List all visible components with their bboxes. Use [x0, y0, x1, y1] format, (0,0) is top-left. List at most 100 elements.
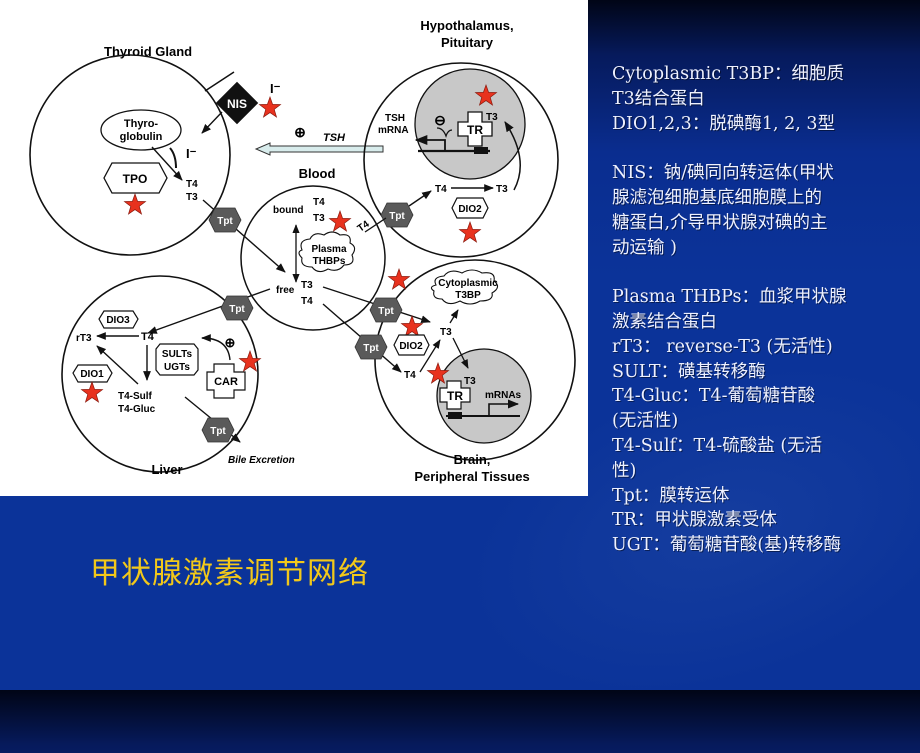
svg-text:Hypothalamus,: Hypothalamus, [420, 18, 513, 33]
stimulation-icon: ⊕ [294, 124, 306, 140]
star-icon [329, 210, 351, 232]
stimulation-icon: ⊕ [225, 335, 236, 350]
glossary-line: SULT：磺基转移酶 [612, 361, 766, 382]
tsh-feedback-arrow: ⊕ TSH [254, 124, 384, 156]
svg-text:bound: bound [273, 205, 304, 216]
svg-text:rT3: rT3 [76, 333, 92, 344]
svg-text:THBPs: THBPs [313, 256, 346, 267]
inhibition-icon: ⊖ [434, 112, 446, 128]
thyroid-gland-compartment: Thyroid Gland NIS I⁻ Thyro- globulin I⁻ … [29, 44, 286, 273]
svg-text:TR: TR [447, 389, 463, 403]
dio1-enzyme: DIO1 [72, 364, 113, 383]
liver-compartment: Liver Tpt DIO3 T4 rT3 DIO1 SULTs UGTs ⊕ … [61, 275, 295, 477]
tpt-transporter: Tpt [354, 334, 388, 360]
svg-text:UGTs: UGTs [164, 362, 190, 373]
tpt-transporter: Tpt [208, 207, 242, 233]
glossary-line: DIO1,2,3：脱碘酶1, 2, 3型 [612, 113, 835, 134]
slide-title: 甲状腺激素调节网络 [90, 556, 369, 591]
thyroglobulin: Thyro- globulin [100, 109, 182, 151]
thyroid-t3: T3 [186, 192, 198, 203]
star-icon [81, 381, 103, 403]
svg-text:T4-Sulf: T4-Sulf [118, 391, 153, 402]
svg-text:T4: T4 [141, 331, 155, 343]
svg-text:DIO2: DIO2 [458, 204, 482, 215]
glossary-line: 动运输 ) [612, 237, 677, 258]
star-icon [124, 193, 146, 215]
hypothalamus-pituitary-compartment: Hypothalamus, Pituitary TSH mRNA ⊖ TR T3… [363, 18, 559, 258]
svg-text:T3BP: T3BP [455, 290, 481, 301]
car-receptor: CAR [206, 363, 246, 399]
cytoplasmic-t3bp: Cytoplasmic T3BP [430, 269, 498, 305]
nis-symporter: NIS [215, 81, 259, 125]
glossary-line: 糖蛋白,介导甲状腺对碘的主 [612, 212, 828, 233]
svg-text:Liver: Liver [151, 462, 182, 477]
svg-text:TSH: TSH [385, 113, 405, 124]
svg-text:Cytoplasmic: Cytoplasmic [438, 278, 498, 289]
svg-text:Pituitary: Pituitary [441, 35, 494, 50]
svg-text:TPO: TPO [123, 172, 148, 186]
glossary-line: Cytoplasmic T3BP：细胞质 [612, 64, 845, 84]
star-icon [388, 268, 410, 290]
svg-text:free: free [276, 285, 295, 296]
glossary-line: T4-Sulf：T4-硫酸盐 (无活 [612, 435, 823, 456]
svg-text:T3: T3 [313, 213, 325, 224]
svg-text:Tpt: Tpt [217, 216, 233, 227]
glossary-line: rT3： reverse-T3 (无活性) [612, 336, 833, 357]
svg-text:Brain,: Brain, [454, 452, 491, 467]
glossary-line: T4-Gluc：T4-葡萄糖苷酸 [612, 386, 816, 407]
svg-text:TR: TR [467, 123, 483, 137]
brain-peripheral-compartment: Brain, Peripheral Tissues Cytoplasmic T3… [322, 259, 576, 484]
svg-text:Tpt: Tpt [378, 306, 394, 317]
svg-text:T3: T3 [496, 184, 508, 195]
bile-excretion-label: Bile Excretion [228, 455, 295, 466]
dio2-enzyme: DIO2 [393, 334, 430, 356]
svg-text:SULTs: SULTs [162, 349, 193, 360]
dio2-enzyme: DIO2 [451, 197, 489, 219]
tpt-transporter: Tpt [220, 295, 254, 321]
svg-text:T3: T3 [486, 112, 498, 123]
glossary-line: 激素结合蛋白 [612, 311, 717, 332]
svg-text:CAR: CAR [214, 376, 238, 388]
svg-text:globulin: globulin [120, 131, 163, 143]
glossary-panel: Cytoplasmic T3BP：细胞质 T3结合蛋白 DIO1,2,3：脱碘酶… [612, 62, 912, 558]
svg-text:Plasma: Plasma [311, 244, 346, 255]
dio3-enzyme: DIO3 [98, 310, 139, 329]
glossary-line: Plasma THBPs：血浆甲状腺 [612, 287, 847, 308]
thyroid-t4: T4 [186, 179, 198, 190]
svg-text:mRNAs: mRNAs [485, 390, 522, 401]
svg-text:T4: T4 [356, 219, 372, 235]
glossary-spacer [612, 260, 912, 285]
glossary-line: UGT：葡萄糖苷酸(基)转移酶 [612, 535, 842, 556]
svg-text:Tpt: Tpt [210, 426, 226, 437]
svg-text:DIO3: DIO3 [106, 315, 130, 326]
svg-text:Tpt: Tpt [389, 211, 405, 222]
glossary-line: 腺滤泡细胞基底细胞膜上的 [612, 187, 822, 208]
svg-text:mRNA: mRNA [378, 125, 409, 136]
svg-text:T3: T3 [464, 376, 476, 387]
svg-text:DIO1: DIO1 [80, 369, 104, 380]
svg-text:T4: T4 [301, 296, 313, 307]
thyroid-receptor: TR [439, 380, 471, 410]
glossary-line: 性) [612, 460, 637, 481]
plasma-thbps: Plasma THBPs [298, 231, 356, 273]
tpo-enzyme: TPO [103, 162, 168, 194]
tpt-transporter: Tpt [369, 297, 403, 323]
sults-ugts-enzymes: SULTs UGTs [155, 343, 199, 376]
svg-text:TSH: TSH [323, 132, 346, 144]
glossary-line: Tpt：膜转运体 [612, 485, 730, 506]
svg-text:T4-Gluc: T4-Gluc [118, 404, 156, 415]
glossary-line: (无活性) [612, 411, 679, 432]
glossary-line: NIS：钠/碘同向转运体(甲状 [612, 163, 834, 184]
svg-text:Tpt: Tpt [363, 343, 379, 354]
glossary-line: TR：甲状腺激素受体 [612, 510, 777, 531]
star-icon [259, 96, 281, 118]
iodide-inside: I⁻ [186, 146, 197, 161]
svg-text:Blood: Blood [299, 166, 336, 181]
svg-text:Tpt: Tpt [229, 304, 245, 315]
iodide-outside: I⁻ [270, 81, 281, 96]
svg-text:NIS: NIS [227, 97, 247, 111]
glossary-spacer [612, 136, 912, 161]
svg-text:T3: T3 [301, 280, 313, 291]
thyroid-network-diagram: Thyroid Gland NIS I⁻ Thyro- globulin I⁻ … [0, 0, 588, 496]
star-icon [459, 221, 481, 243]
